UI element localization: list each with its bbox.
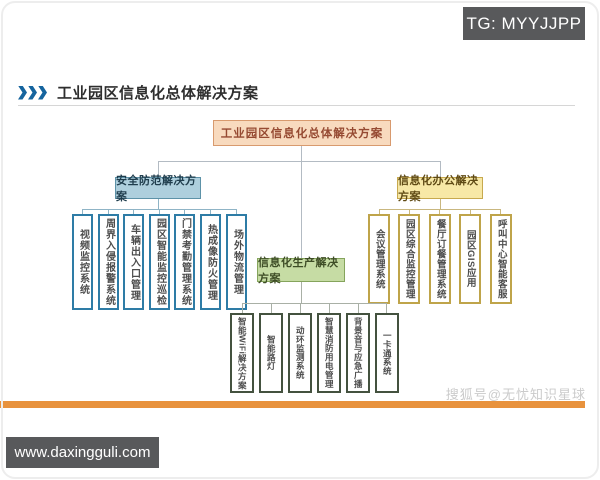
connector-line bbox=[409, 209, 410, 214]
connector-line bbox=[500, 209, 501, 214]
connector-line bbox=[158, 199, 159, 209]
connector-line bbox=[301, 146, 302, 161]
tree-leaf-production: 智慧消防用电管理 bbox=[317, 313, 341, 393]
tree-leaf-office: 园区综合监控管理 bbox=[398, 214, 420, 304]
leaf-label: 园区智能监控巡检 bbox=[154, 218, 166, 306]
tree-leaf-office: 会议管理系统 bbox=[368, 214, 390, 304]
leaf-label: 周界入侵报警系统 bbox=[103, 218, 115, 306]
connector-line bbox=[242, 303, 387, 304]
connector-line bbox=[184, 209, 185, 214]
tree-leaf-security: 场外物流管理 bbox=[226, 214, 247, 310]
connector-line bbox=[158, 161, 159, 177]
leaf-label: 园区综合监控管理 bbox=[403, 219, 415, 299]
root-node: 工业园区信息化总体解决方案 bbox=[213, 120, 391, 146]
connector-line bbox=[440, 199, 441, 209]
connector-line bbox=[386, 303, 387, 313]
chevron-right-icon bbox=[38, 85, 47, 100]
connector-line bbox=[133, 209, 134, 214]
leaf-label: 会议管理系统 bbox=[373, 229, 385, 289]
connector-line bbox=[440, 161, 441, 177]
connector-line bbox=[470, 209, 471, 214]
connector-line bbox=[210, 209, 211, 214]
connector-line bbox=[379, 209, 501, 210]
connector-line bbox=[242, 303, 243, 313]
leaf-label: 呼叫中心智能客服 bbox=[495, 219, 507, 299]
connector-line bbox=[300, 303, 301, 313]
connector-line bbox=[271, 303, 272, 313]
connector-line bbox=[358, 303, 359, 313]
connector-line bbox=[108, 209, 109, 214]
connector-line bbox=[159, 209, 160, 214]
leaf-label: 热成像防火管理 bbox=[205, 223, 217, 301]
connector-line bbox=[329, 303, 330, 313]
leaf-label: 门禁考勤管理系统 bbox=[179, 218, 191, 306]
tree-leaf-security: 车辆出入口管理 bbox=[123, 214, 144, 310]
tree-leaf-production: 智能WiFi解决方案 bbox=[230, 313, 254, 393]
connector-line bbox=[301, 161, 302, 258]
tree-leaf-security: 周界入侵报警系统 bbox=[98, 214, 119, 310]
branch-header-production: 信息化生产解决方案 bbox=[257, 257, 345, 285]
chevron-right-icon bbox=[18, 85, 27, 100]
tree-leaf-office: 呼叫中心智能客服 bbox=[490, 214, 512, 304]
accent-bar bbox=[0, 401, 585, 408]
tree-leaf-production: 智能路灯 bbox=[259, 313, 283, 393]
tree-leaf-security: 视频监控系统 bbox=[72, 214, 93, 310]
triple-chevron-right-icon bbox=[18, 85, 48, 100]
tree-leaf-security: 热成像防火管理 bbox=[200, 214, 221, 310]
leaf-label: 一卡通系统 bbox=[382, 330, 393, 376]
tg-contact-badge: TG: MYYJJPP bbox=[463, 7, 585, 40]
connector-line bbox=[236, 209, 237, 214]
branch-header-office: 信息化办公解决方案 bbox=[397, 175, 483, 203]
leaf-label: 智能WiFi解决方案 bbox=[237, 316, 248, 390]
branch-header-security: 安全防范解决方案 bbox=[115, 175, 201, 203]
leaf-label: 智慧消防用电管理 bbox=[324, 317, 335, 389]
website-badge: www.daxingguli.com bbox=[6, 437, 159, 468]
sohu-watermark: 搜狐号@无忧知识星球 bbox=[445, 387, 586, 402]
tree-leaf-security: 门禁考勤管理系统 bbox=[174, 214, 195, 310]
title-underline bbox=[18, 105, 575, 106]
page-title-row: 工业园区信息化总体解决方案 bbox=[18, 83, 259, 102]
connector-line bbox=[379, 209, 380, 214]
leaf-label: 视频监控系统 bbox=[77, 229, 89, 295]
connector-line bbox=[158, 161, 441, 162]
tree-leaf-office: 餐厅订餐管理系统 bbox=[429, 214, 451, 304]
tree-leaf-production: 背景音与应急广播 bbox=[346, 313, 370, 393]
connector-line bbox=[82, 209, 83, 214]
connector-line bbox=[439, 209, 440, 214]
connector-line bbox=[301, 282, 302, 303]
chevron-right-icon bbox=[28, 85, 37, 100]
leaf-label: 智能路灯 bbox=[266, 335, 277, 371]
leaf-label: 背景音与应急广播 bbox=[353, 317, 364, 389]
leaf-label: 场外物流管理 bbox=[231, 229, 243, 295]
leaf-label: 餐厅订餐管理系统 bbox=[434, 219, 446, 299]
leaf-label: 车辆出入口管理 bbox=[128, 223, 140, 301]
tree-leaf-production: 动环监测系统 bbox=[288, 313, 312, 393]
page-title: 工业园区信息化总体解决方案 bbox=[57, 85, 259, 102]
leaf-label: 园区GIS应用 bbox=[464, 230, 476, 288]
leaf-label: 动环监测系统 bbox=[295, 326, 306, 380]
tree-leaf-production: 一卡通系统 bbox=[375, 313, 399, 393]
tree-leaf-office: 园区GIS应用 bbox=[459, 214, 481, 304]
tree-leaf-security: 园区智能监控巡检 bbox=[149, 214, 170, 310]
